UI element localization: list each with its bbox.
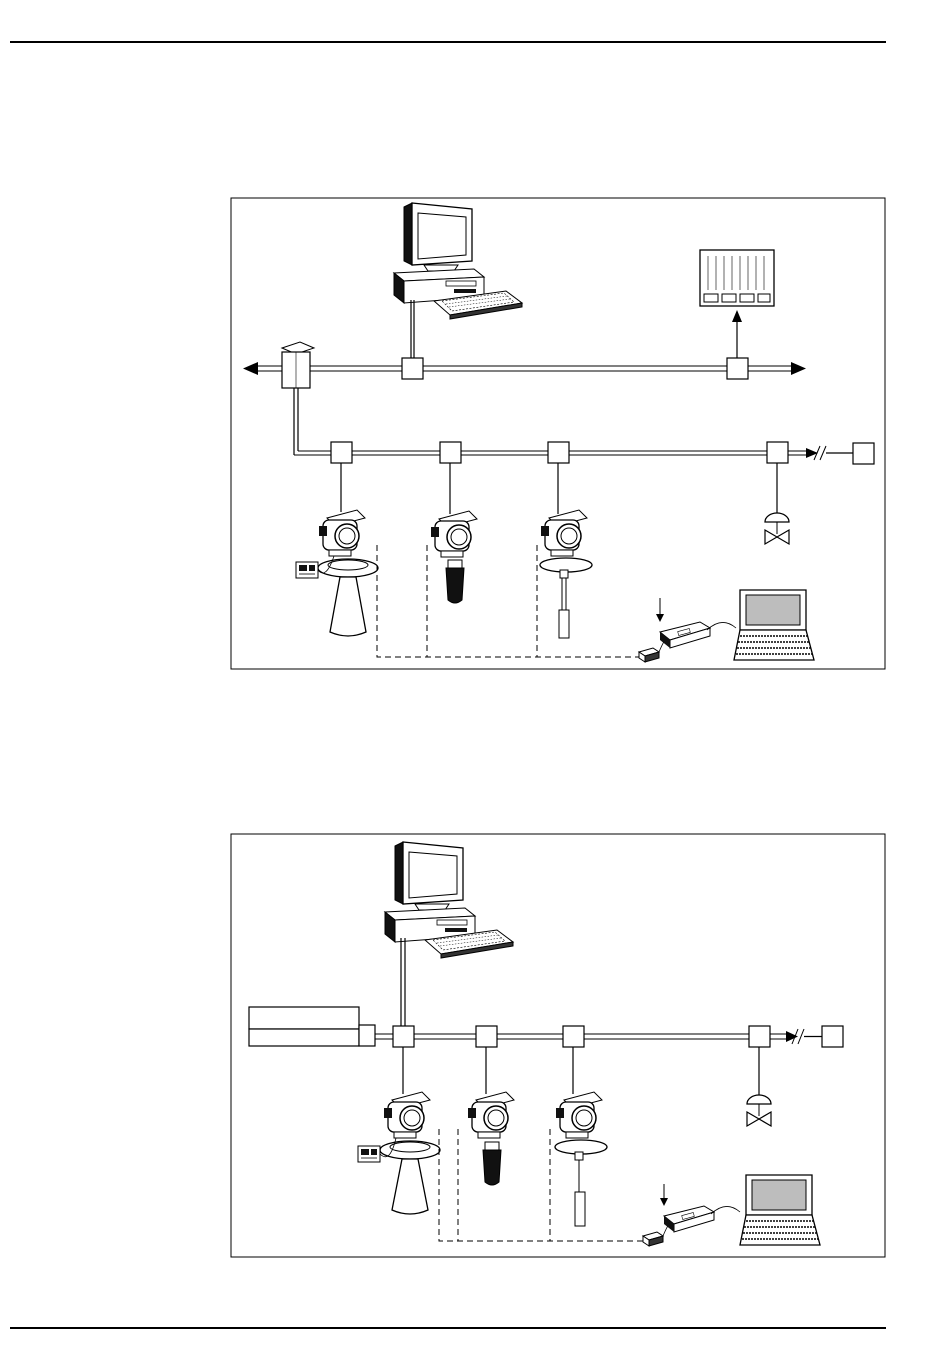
bus-terminator xyxy=(822,1026,843,1047)
figure-2-level-sensor-rod-long xyxy=(555,1092,607,1226)
figure-1-control-valve xyxy=(765,513,789,544)
figure-2-level-sensor-rod-short xyxy=(468,1092,514,1185)
bus-junction xyxy=(476,1026,497,1047)
bus-terminator xyxy=(853,443,874,464)
figure-2-commubox-adapter xyxy=(643,1206,740,1246)
figure-1-level-sensor-rod-short xyxy=(431,511,477,603)
figure-2-control-valve xyxy=(747,1095,771,1126)
bus-arrow-right-icon xyxy=(791,362,806,375)
figure-1-plc-rack xyxy=(700,250,774,306)
bus-junction xyxy=(440,442,461,463)
figure-1-laptop xyxy=(734,590,814,660)
figure-2-level-sensor-horn xyxy=(358,1092,440,1214)
bus-arrow-left-icon xyxy=(243,362,258,375)
bus-junction xyxy=(727,358,748,379)
bus-junction xyxy=(402,358,423,379)
bus-junction xyxy=(393,1026,414,1047)
figure-2-power-supply-unit xyxy=(249,1007,375,1046)
figure-1-computer xyxy=(394,203,522,319)
figure-1-segment-coupler xyxy=(282,342,314,388)
bus-junction xyxy=(548,442,569,463)
figure-2-diagram xyxy=(231,834,885,1257)
figure-1-level-sensor-horn xyxy=(296,510,378,636)
figure-1-diagram xyxy=(231,198,885,669)
bus-junction xyxy=(331,442,352,463)
figure-1-commubox-adapter xyxy=(639,622,736,662)
figure-1-level-sensor-rod-long xyxy=(540,510,592,638)
bus-junction xyxy=(767,442,788,463)
figure-2-laptop xyxy=(740,1175,820,1245)
bus-junction xyxy=(563,1026,584,1047)
figure-2-computer xyxy=(385,842,513,958)
bus-junction xyxy=(749,1026,770,1047)
